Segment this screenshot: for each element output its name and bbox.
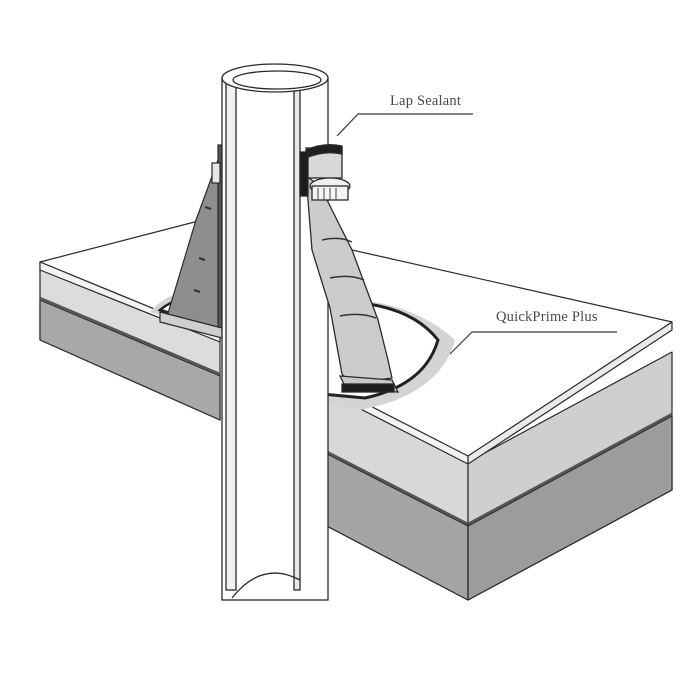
quickprime-plus-label: QuickPrime Plus xyxy=(496,309,598,325)
lap-sealant-leader xyxy=(336,113,473,137)
roof-right-side-deck xyxy=(467,415,673,601)
lap-sealant-label: Lap Sealant xyxy=(390,93,462,109)
quickprime-plus-leader xyxy=(449,331,617,355)
roof-left-deck-face xyxy=(39,299,221,421)
callout-leaders xyxy=(336,113,617,355)
membrane-edge-side xyxy=(467,321,673,465)
right-flashing-boot xyxy=(299,144,400,393)
pipe xyxy=(221,63,329,601)
left-flashing-boot xyxy=(159,144,223,339)
